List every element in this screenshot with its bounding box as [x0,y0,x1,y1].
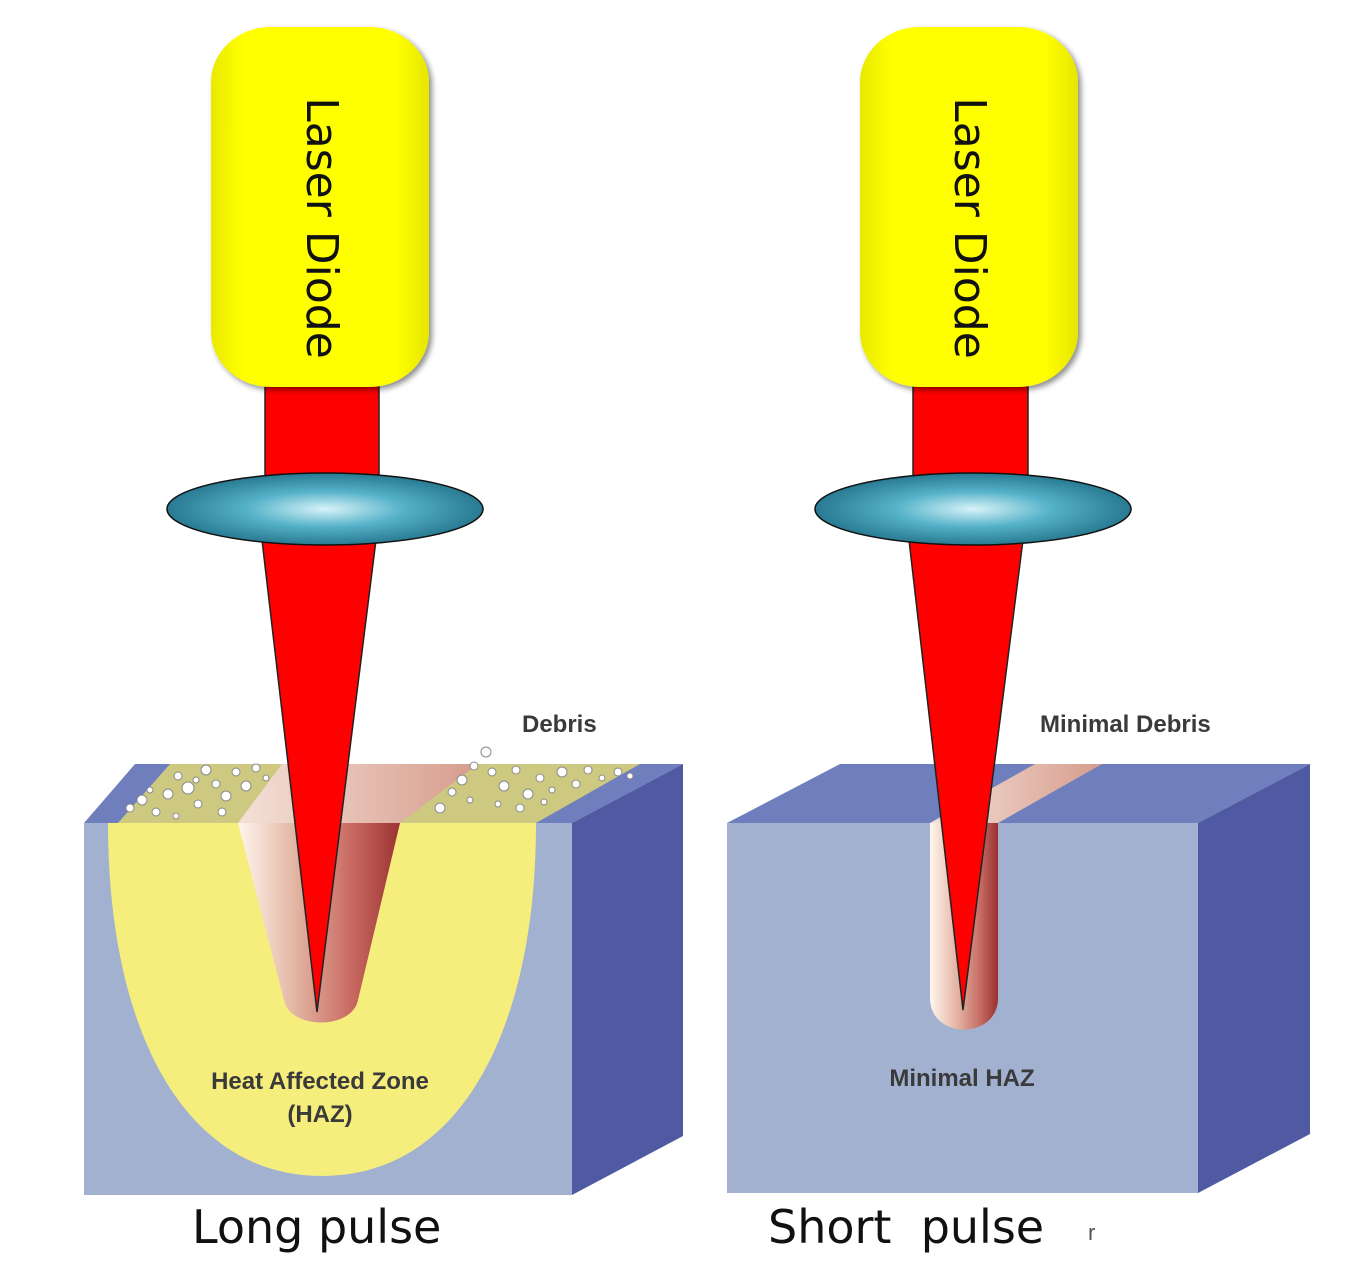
laser-diode-label: Laser Diode [296,97,347,359]
minimal-debris-label: Minimal Debris [1040,711,1211,738]
beam-upper [912,375,1029,487]
block-side-face [1198,764,1310,1193]
haz-label-line1: Heat Affected Zone [211,1068,429,1095]
long-pulse-material-block [84,746,683,1195]
short-pulse-material-block [727,764,1310,1193]
stray-mark: r [1088,1220,1095,1245]
block-side-face [572,764,683,1195]
short-pulse-caption: Short pulse [768,1200,1044,1254]
laser-diode-label: Laser Diode [944,97,995,359]
focusing-lens-icon [166,472,484,546]
focusing-lens-icon [814,472,1132,546]
minimal-haz-label: Minimal HAZ [889,1065,1034,1092]
haz-label-line2: (HAZ) [287,1101,352,1128]
laser-diode-icon [860,27,1078,387]
laser-diode-icon [211,27,429,387]
long-pulse-caption: Long pulse [192,1200,441,1254]
short-pulse-panel: Laser Diode Minimal Debris Minimal HAZ S… [727,27,1310,1254]
debris-label: Debris [522,711,597,738]
beam-upper [264,375,380,487]
debris-particles [125,746,634,820]
long-pulse-panel: Laser Diode Debris Heat Affected Zone (H… [84,27,683,1254]
